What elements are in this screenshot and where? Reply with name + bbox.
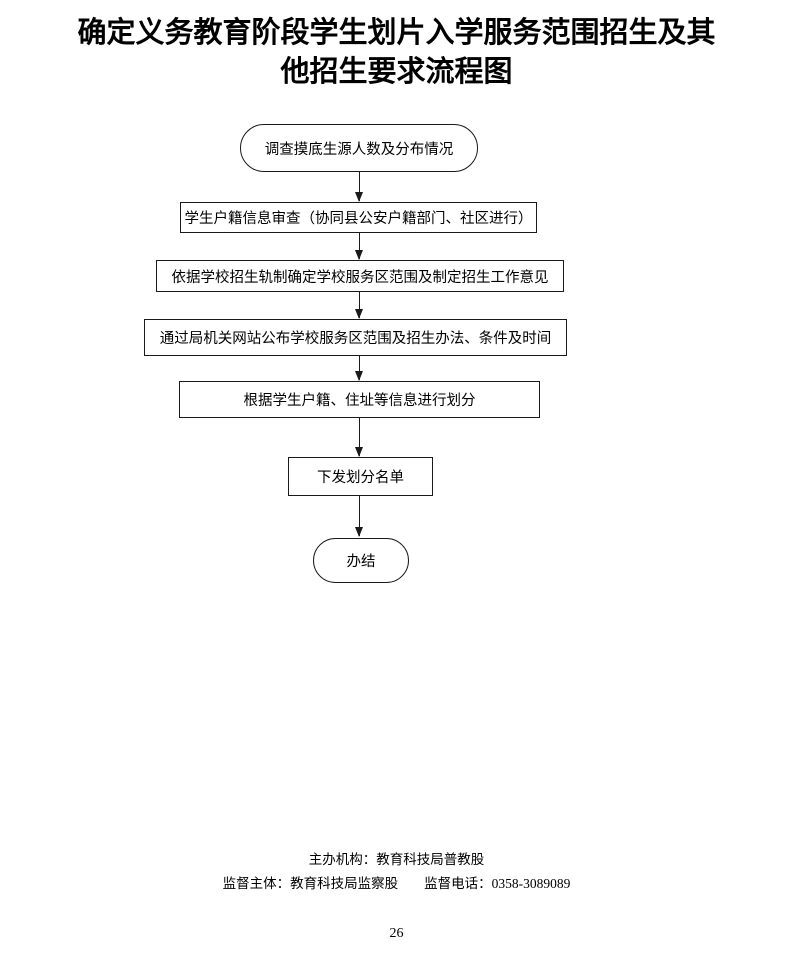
page-title-line2: 他招生要求流程图 [280,56,513,88]
arrow-down-connector-6 [355,496,363,537]
page-title: 确定义务教育阶段学生划片入学服务范围招生及其 他招生要求流程图 [0,14,793,92]
page-title-line1: 确定义务教育阶段学生划片入学服务范围招生及其 [77,17,716,49]
page-footer: 主办机构：教育科技局普教股 监督主体：教育科技局监察股 监督电话：0358-308… [0,848,793,895]
flow-node-end-label: 办结 [346,554,376,570]
footer-phone: 监督电话：0358-3089089 [424,876,571,891]
arrow-down-connector-4 [355,356,363,381]
flow-node-step5-label: 下发划分名单 [317,470,404,486]
arrow-down-connector-1 [355,172,363,202]
flow-node-step4: 根据学生户籍、住址等信息进行划分 [179,381,540,418]
footer-supervisor: 监督主体：教育科技局监察股 [222,876,399,891]
flow-node-end: 办结 [313,538,409,583]
flow-node-step1-label: 学生户籍信息审查（协同县公安户籍部门、社区进行） [184,211,533,227]
flow-node-step3-label: 通过局机关网站公布学校服务区范围及招生办法、条件及时间 [159,331,552,347]
flow-node-step4-label: 根据学生户籍、住址等信息进行划分 [243,393,476,409]
page-number: 26 [389,926,404,941]
flow-node-step5: 下发划分名单 [288,457,433,496]
flow-node-start-label: 调查摸底生源人数及分布情况 [264,141,454,158]
flow-node-step2: 依据学校招生轨制确定学校服务区范围及制定招生工作意见 [156,260,564,292]
flow-node-step2-label: 依据学校招生轨制确定学校服务区范围及制定招生工作意见 [171,269,549,286]
flow-node-step3: 通过局机关网站公布学校服务区范围及招生办法、条件及时间 [144,319,567,356]
arrow-down-connector-3 [355,292,363,319]
footer-organizer: 主办机构：教育科技局普教股 [308,852,485,867]
flow-node-step1: 学生户籍信息审查（协同县公安户籍部门、社区进行） [180,202,537,233]
footer-supervision: 监督主体：教育科技局监察股 监督电话：0358-3089089 [0,872,793,895]
arrow-down-connector-5 [355,418,363,457]
arrow-down-connector-2 [355,233,363,260]
flow-node-start: 调查摸底生源人数及分布情况 [240,124,478,172]
